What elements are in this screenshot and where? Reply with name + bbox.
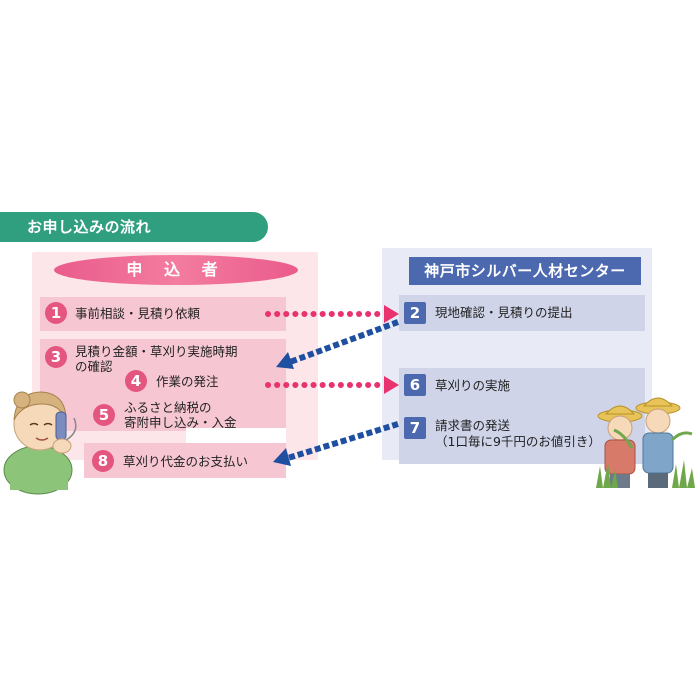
arrow-4-to-6 [265, 376, 399, 394]
step-1-text: 事前相談・見積り依頼 [75, 306, 201, 321]
step-8-number: 8 [92, 450, 114, 472]
step-8-box [84, 443, 286, 478]
step-4-number: 4 [125, 370, 147, 392]
step-7-text-line2: （1口毎に9千円のお値引き） [435, 434, 601, 449]
step-3-number: 3 [45, 346, 67, 368]
step-7-number: 7 [404, 417, 426, 439]
step-3-text-line1: 見積り金額・草刈り実施時期 [75, 344, 238, 359]
arrow-2-to-3 [276, 319, 400, 369]
step-2-text: 現地確認・見積りの提出 [435, 305, 573, 320]
step-3-text-line2: の確認 [75, 359, 113, 374]
step-6-number: 6 [404, 374, 426, 396]
elderly-woman-icon [3, 391, 77, 495]
step-3-5-box [40, 339, 286, 431]
step-2-number: 2 [404, 302, 426, 324]
step-2-box [399, 295, 645, 331]
step-8-text: 草刈り代金のお支払い [123, 454, 249, 469]
step-4-text: 作業の発注 [156, 374, 219, 389]
step-6-text: 草刈りの実施 [435, 378, 511, 393]
applicant-title: 申 込 者 [54, 255, 298, 285]
step-5-text-line1: ふるさと納税の [124, 400, 212, 415]
arrow-1-to-2 [265, 305, 399, 323]
arrow-7-to-8 [273, 421, 399, 466]
step-5-text-line2: 寄附申し込み・入金 [124, 415, 237, 430]
step-5-number: 5 [93, 404, 115, 426]
center-title: 神戸市シルバー人材センター [409, 257, 641, 285]
section-title: お申し込みの流れ [0, 212, 268, 242]
farmers-icon [596, 397, 695, 488]
step-7-text-line1: 請求書の発送 [435, 418, 511, 433]
step-1-number: 1 [45, 302, 67, 324]
step-1-box [40, 297, 286, 331]
